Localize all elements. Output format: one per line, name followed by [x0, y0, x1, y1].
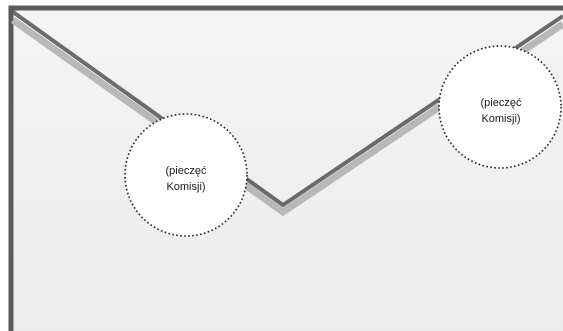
- seal-right-label-line1: (pieczęć: [481, 97, 522, 109]
- seal-right-circle: [438, 45, 562, 169]
- seal-left-circle: [124, 113, 248, 237]
- seal-right: (pieczęć Komisji): [438, 45, 562, 169]
- seal-left-label-line1: (pieczęć: [166, 165, 207, 177]
- seal-right-label-line2: Komisji): [481, 113, 520, 125]
- seal-left: (pieczęć Komisji): [124, 113, 248, 237]
- seal-left-label-line2: Komisji): [166, 181, 205, 193]
